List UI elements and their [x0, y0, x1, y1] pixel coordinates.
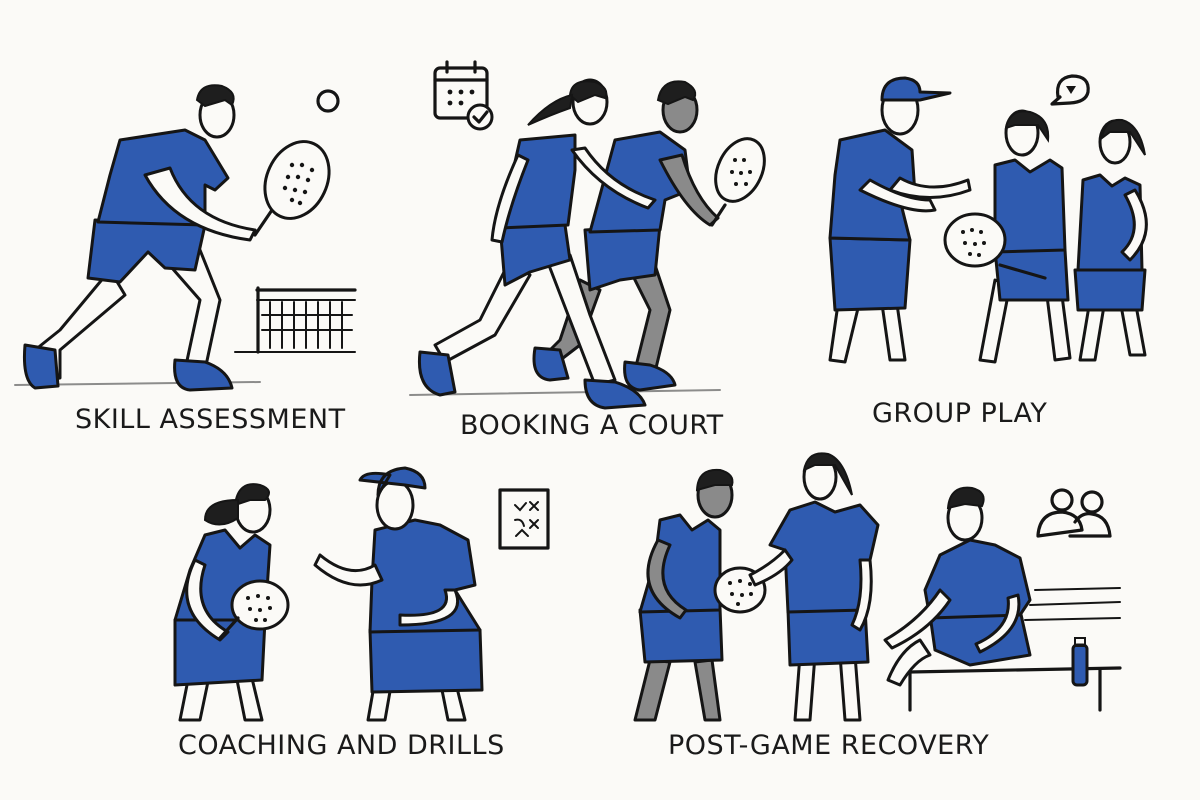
water-bottle-icon [1071, 637, 1089, 687]
caption-coaching-and-drills: COACHING AND DRILLS [178, 730, 505, 761]
panel-skill-assessment: SKILL ASSESSMENT [0, 0, 400, 460]
caption-group-play: GROUP PLAY [872, 398, 1048, 429]
calendar-check-icon [433, 60, 494, 131]
panel-post-game-recovery: POST-GAME RECOVERY [620, 440, 1200, 800]
speech-bubble-heart-icon [1050, 74, 1090, 106]
ball-icon [316, 89, 340, 113]
panel-coaching-and-drills: COACHING AND DRILLS [150, 440, 600, 800]
panel-booking-a-court: BOOKING A COURT [400, 0, 800, 460]
recovery-illustration [633, 452, 1122, 722]
people-icon [1036, 488, 1112, 538]
player-ready-stance-illustration [14, 84, 357, 392]
panel-group-play: GROUP PLAY [800, 0, 1200, 460]
group-play-illustration [828, 74, 1148, 364]
caption-skill-assessment: SKILL ASSESSMENT [75, 404, 346, 435]
players-running-illustration [409, 60, 766, 410]
caption-booking-a-court: BOOKING A COURT [460, 410, 724, 441]
tactics-board-icon [498, 488, 550, 550]
caption-post-game-recovery: POST-GAME RECOVERY [668, 730, 990, 761]
net-icon [234, 286, 357, 354]
coaching-illustration [173, 466, 550, 722]
